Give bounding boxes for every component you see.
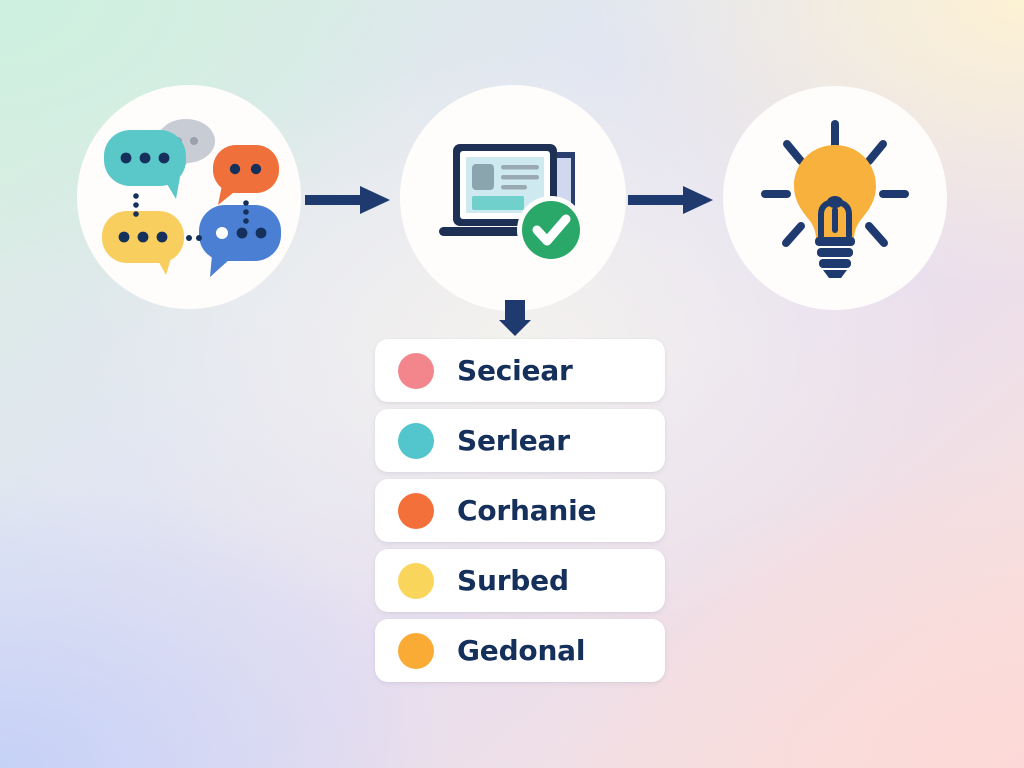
step-analysis-circle[interactable] bbox=[400, 85, 626, 311]
arrow-right-2-icon bbox=[628, 186, 713, 214]
bubble-yellow bbox=[102, 211, 184, 275]
step-conversations-circle[interactable] bbox=[77, 85, 301, 309]
check-badge bbox=[517, 196, 585, 264]
tag-label: Corhanie bbox=[457, 494, 597, 527]
tag-color-dot bbox=[398, 352, 434, 389]
tag-list: Seciear Serlear Corhanie Surbed Gedonal bbox=[375, 339, 665, 682]
arrow-right-1-icon bbox=[305, 186, 390, 214]
bulb-base bbox=[815, 237, 855, 278]
lightbulb-rays bbox=[761, 120, 909, 247]
speech-bubbles-icon bbox=[102, 119, 281, 277]
arrow-down-icon bbox=[499, 300, 531, 336]
tag-color-dot bbox=[398, 632, 434, 669]
list-item[interactable]: Gedonal bbox=[375, 619, 665, 682]
bubble-orange bbox=[213, 145, 279, 205]
tag-label: Serlear bbox=[457, 424, 570, 457]
tag-label: Gedonal bbox=[457, 634, 586, 667]
list-item[interactable]: Serlear bbox=[375, 409, 665, 472]
list-item[interactable]: Surbed bbox=[375, 549, 665, 612]
tag-color-dot bbox=[398, 562, 434, 599]
tag-label: Surbed bbox=[457, 564, 569, 597]
step-insight-circle[interactable] bbox=[723, 86, 947, 310]
bulb-glass bbox=[794, 145, 876, 240]
tag-label: Seciear bbox=[457, 354, 573, 387]
bulb-filament-cap bbox=[827, 196, 843, 208]
bubble-teal bbox=[104, 130, 186, 199]
tag-color-dot bbox=[398, 422, 434, 459]
lightbulb-icon bbox=[761, 120, 909, 278]
bubble-connector-dots bbox=[133, 193, 249, 241]
list-item[interactable]: Seciear bbox=[375, 339, 665, 402]
bubble-blue bbox=[199, 205, 281, 277]
tag-color-dot bbox=[398, 492, 434, 529]
laptop-document-check-icon bbox=[439, 144, 585, 264]
list-item[interactable]: Corhanie bbox=[375, 479, 665, 542]
